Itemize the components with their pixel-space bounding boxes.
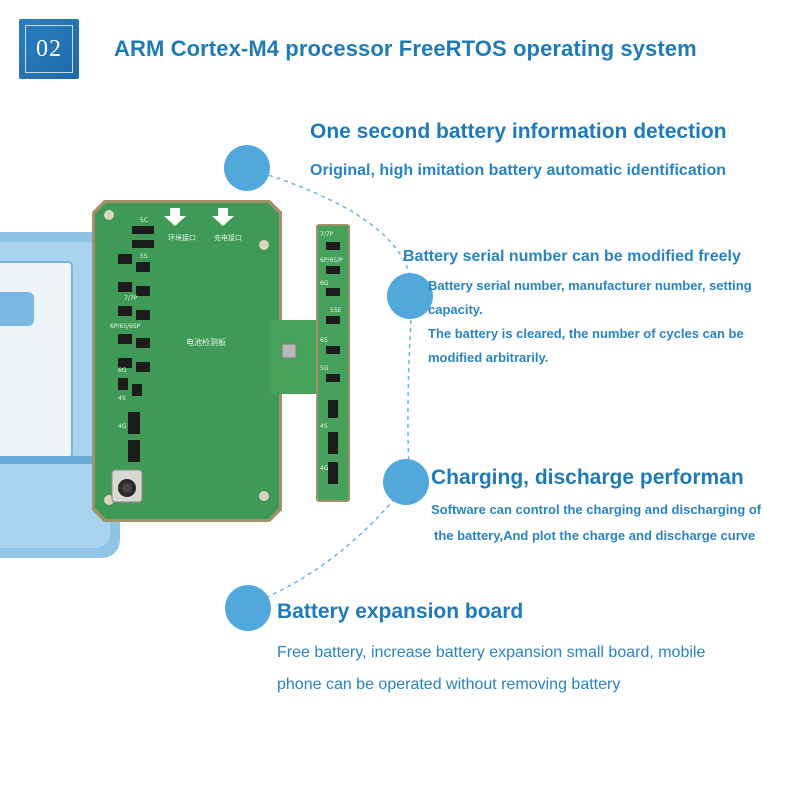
feature-2-text: Battery serial number, manufacturer numb…: [428, 274, 752, 370]
device-screen: [0, 261, 73, 459]
port-arrow-icon: [212, 208, 234, 226]
strip-text: 6S: [320, 337, 328, 344]
strip-text: 6P/6S/P: [320, 257, 343, 264]
feature-2-line: modified arbitrarily.: [428, 350, 549, 365]
feature-3-line: the battery,And plot the charge and disc…: [434, 528, 756, 543]
feature-2-line: capacity.: [428, 302, 483, 317]
feature-2-line: The battery is cleared, the number of cy…: [428, 326, 744, 341]
feature-4-line: Free battery, increase battery expansion…: [277, 644, 706, 661]
feature-4-heading: Battery expansion board: [277, 600, 524, 623]
feature-4-text: Free battery, increase battery expansion…: [277, 637, 705, 701]
port-arrow-icon: [164, 208, 186, 226]
feature-dot-icon: [225, 585, 271, 631]
board-text: 6P/6S/6SP: [110, 323, 141, 330]
feature-2-heading: Battery serial number can be modified fr…: [403, 248, 741, 265]
board-text: 4S: [118, 395, 126, 402]
feature-dot-icon: [224, 145, 270, 191]
strip-text: 4S: [320, 423, 328, 430]
feature-dot-icon: [387, 273, 433, 319]
strip-text: 5G: [320, 365, 329, 372]
board-text: 5C: [140, 217, 148, 224]
port2-label: 充电接口: [214, 233, 242, 242]
board-text: 6G: [118, 367, 127, 374]
main-pcb: [95, 203, 279, 519]
board-text: 5S: [140, 253, 148, 260]
section-number-badge: 02: [19, 19, 79, 79]
strip-text: 5SE: [330, 307, 342, 314]
feature-3-heading: Charging, discharge performan: [431, 466, 744, 489]
port1-label: 环境接口: [168, 233, 196, 242]
connector-arc: [245, 167, 414, 606]
strip-text: 6G: [320, 280, 329, 287]
feature-2-line: Battery serial number, manufacturer numb…: [428, 278, 752, 293]
badge-label: 02: [25, 25, 73, 73]
feature-3-text: Software can control the charging and di…: [431, 497, 761, 549]
board-text: 7/7P: [124, 295, 138, 302]
feature-1-subheading: Original, high imitation battery automat…: [310, 162, 727, 179]
board-label: 电池检测板: [186, 337, 226, 347]
strip-text: 7/7P: [320, 231, 334, 238]
usb-port-icon: [281, 343, 297, 359]
feature-4-line: phone can be operated without removing b…: [277, 676, 621, 693]
page-title: ARM Cortex-M4 processor FreeRTOS operati…: [114, 36, 697, 61]
board-text: 4G: [118, 423, 127, 430]
strip-text: 4G: [320, 465, 329, 472]
feature-dot-icon: [383, 459, 429, 505]
feature-1-heading: One second battery information detection: [310, 120, 727, 143]
feature-3-line: Software can control the charging and di…: [431, 502, 762, 517]
